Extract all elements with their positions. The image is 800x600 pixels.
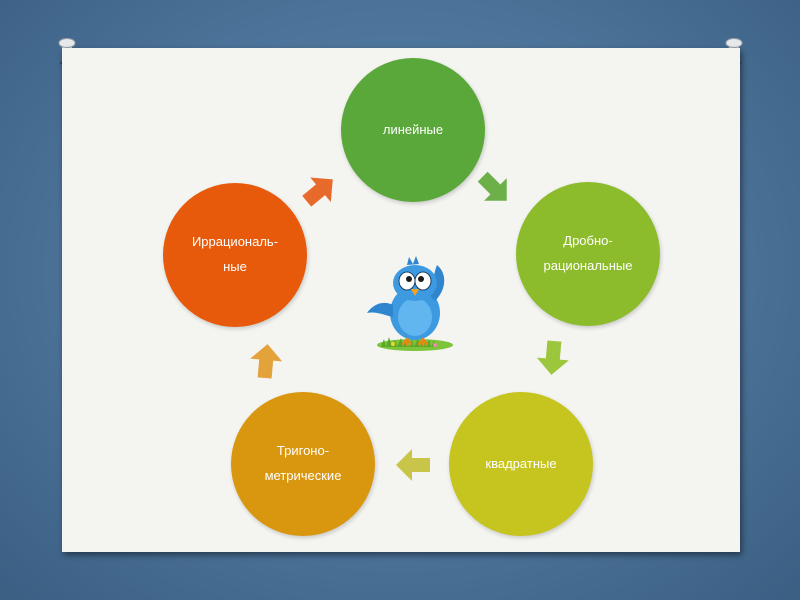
node-quadratic-label: квадратные (485, 455, 557, 471)
node-fractional-label: Дробно- рациональные (543, 233, 633, 273)
arrow-fractional-to-quadratic-icon (536, 340, 569, 375)
arrow-quadratic-to-trigonometric-icon (396, 449, 430, 481)
arrow-trigonometric-to-irrational-icon (250, 344, 283, 379)
thinking-bird-icon (367, 256, 453, 351)
node-linear: линейные (341, 58, 485, 202)
node-linear-label: линейные (382, 121, 444, 137)
arrow-irrational-to-linear-icon (302, 177, 333, 207)
node-quadratic: квадратные (449, 392, 593, 536)
node-irrational: Иррациональ- ные (163, 183, 307, 327)
arrow-linear-to-fractional-icon (477, 171, 507, 201)
node-fractional: Дробно- рациональные (516, 182, 660, 326)
node-trigonometric: Тригоно- метрические (231, 392, 375, 536)
node-irrational-label: Иррациональ- ные (191, 234, 279, 274)
node-trigonometric-label: Тригоно- метрические (264, 443, 342, 483)
